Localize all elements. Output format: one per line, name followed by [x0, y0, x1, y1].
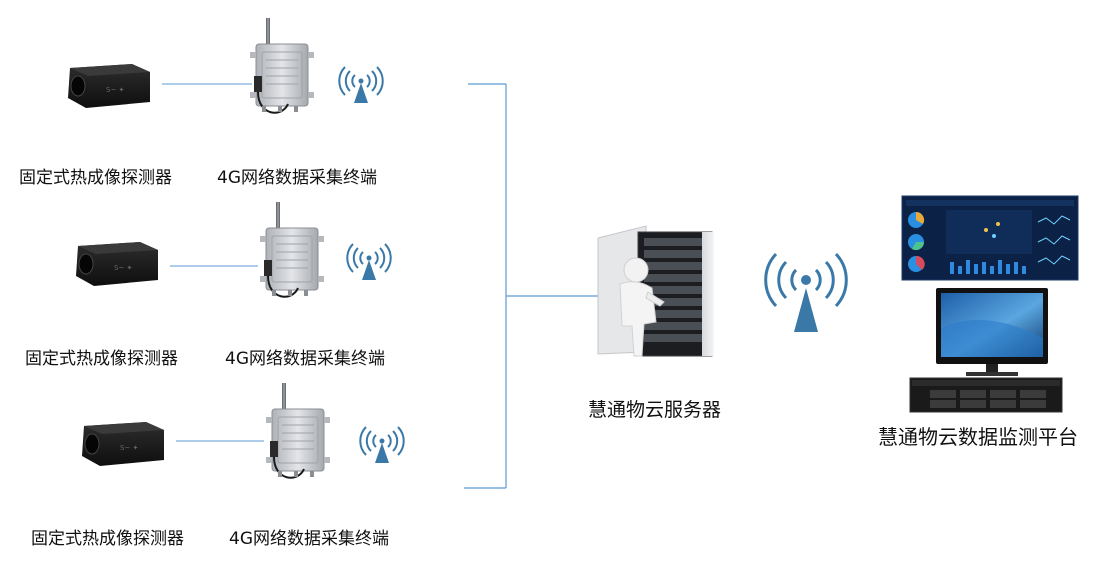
data-terminal-device	[264, 381, 332, 480]
terminal-label: 4G网络数据采集终端	[229, 529, 389, 549]
detector-label: 固定式热成像探测器	[19, 168, 172, 188]
data-terminal-device	[258, 200, 326, 299]
terminal-label: 4G网络数据采集终端	[217, 168, 377, 188]
row-3	[81, 381, 405, 480]
server-label: 慧通物云服务器	[588, 399, 722, 421]
dashboard-screen	[901, 195, 1079, 281]
row-1	[67, 16, 384, 115]
platform-label: 慧通物云数据监测平台	[878, 425, 1078, 449]
signal-icon	[338, 66, 384, 104]
monitor-device	[936, 288, 1048, 376]
terminal-label: 4G网络数据采集终端	[225, 349, 385, 369]
bracket-connector	[464, 83, 598, 489]
data-terminal-device	[248, 16, 316, 115]
detector-label: 固定式热成像探测器	[25, 349, 178, 369]
wireless-signal-icon	[764, 252, 848, 332]
thermal-detector-device	[75, 241, 159, 287]
server-device	[597, 225, 714, 357]
thermal-detector-device	[67, 63, 151, 109]
rack-server-device	[909, 377, 1063, 413]
detector-label: 固定式热成像探测器	[31, 529, 184, 549]
signal-icon	[346, 243, 392, 281]
row-2	[75, 200, 392, 299]
signal-icon	[359, 426, 405, 464]
thermal-detector-device	[81, 421, 165, 467]
